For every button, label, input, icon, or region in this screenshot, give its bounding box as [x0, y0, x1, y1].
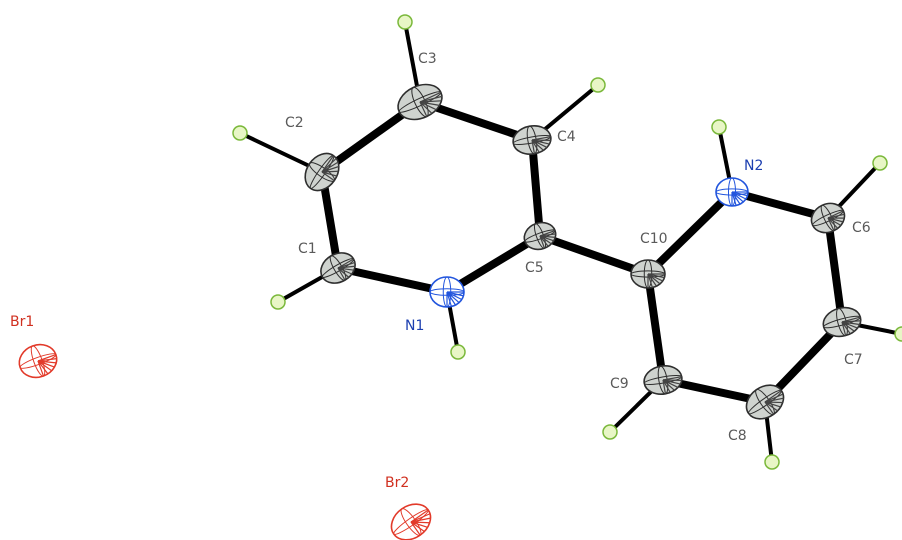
bond-c10-n2 — [644, 188, 736, 278]
atom-label-n2: N2 — [744, 158, 763, 174]
hydrogen-atom-c6 — [872, 155, 888, 171]
hydrogen-atom-c7 — [894, 326, 902, 342]
bond-c3-c4 — [416, 98, 536, 144]
atom-c2 — [304, 152, 340, 192]
atom-label-c9: C9 — [610, 376, 629, 392]
hydrogen-atom-c9 — [602, 424, 618, 440]
atom-label-c6: C6 — [852, 220, 871, 236]
atom-label-c5: C5 — [525, 260, 544, 276]
atom-c6 — [810, 202, 846, 234]
atom-label-n1: N1 — [405, 318, 424, 334]
bonds-layer — [238, 20, 902, 464]
atom-label-c10: C10 — [640, 231, 668, 247]
bond-c4-c5 — [528, 136, 544, 240]
atom-label-c3: C3 — [418, 51, 437, 67]
hydrogen-atom-c3 — [397, 14, 413, 30]
hydrogen-atom-n2 — [711, 119, 727, 135]
atom-label-c1: C1 — [298, 241, 317, 257]
atom-n1 — [429, 276, 465, 308]
hydrogen-atom-c2 — [232, 125, 248, 141]
bond-c9-c10 — [644, 270, 667, 384]
atom-c4 — [512, 125, 552, 155]
atoms-layer — [18, 83, 862, 540]
hydrogens-layer — [232, 14, 902, 470]
atom-label-br2: Br2 — [385, 475, 409, 491]
atom-c10 — [630, 259, 666, 289]
hydrogen-atom-c1 — [270, 294, 286, 310]
atom-c8 — [745, 384, 785, 420]
atom-label-c7: C7 — [844, 352, 863, 368]
bond-n1-c1 — [334, 264, 451, 296]
atom-br1 — [18, 343, 58, 379]
atom-n2 — [715, 177, 749, 207]
atom-label-br1: Br1 — [10, 314, 34, 330]
atom-c1 — [320, 252, 356, 284]
atom-label-c2: C2 — [285, 115, 304, 131]
atom-label-c4: C4 — [557, 129, 576, 145]
atom-label-c8: C8 — [728, 428, 747, 444]
atom-c9 — [643, 365, 683, 395]
atom-br2 — [390, 503, 432, 540]
bond-c5-n1 — [443, 232, 544, 296]
bond-c6-c7 — [824, 214, 846, 326]
bond-c5-c10 — [536, 232, 652, 278]
hydrogen-atom-c4 — [590, 77, 606, 93]
atom-c7 — [822, 306, 862, 338]
hydrogen-atom-c8 — [764, 454, 780, 470]
hydrogen-atom-n1 — [450, 344, 466, 360]
atom-c3 — [397, 83, 443, 121]
atom-c5 — [523, 221, 557, 251]
